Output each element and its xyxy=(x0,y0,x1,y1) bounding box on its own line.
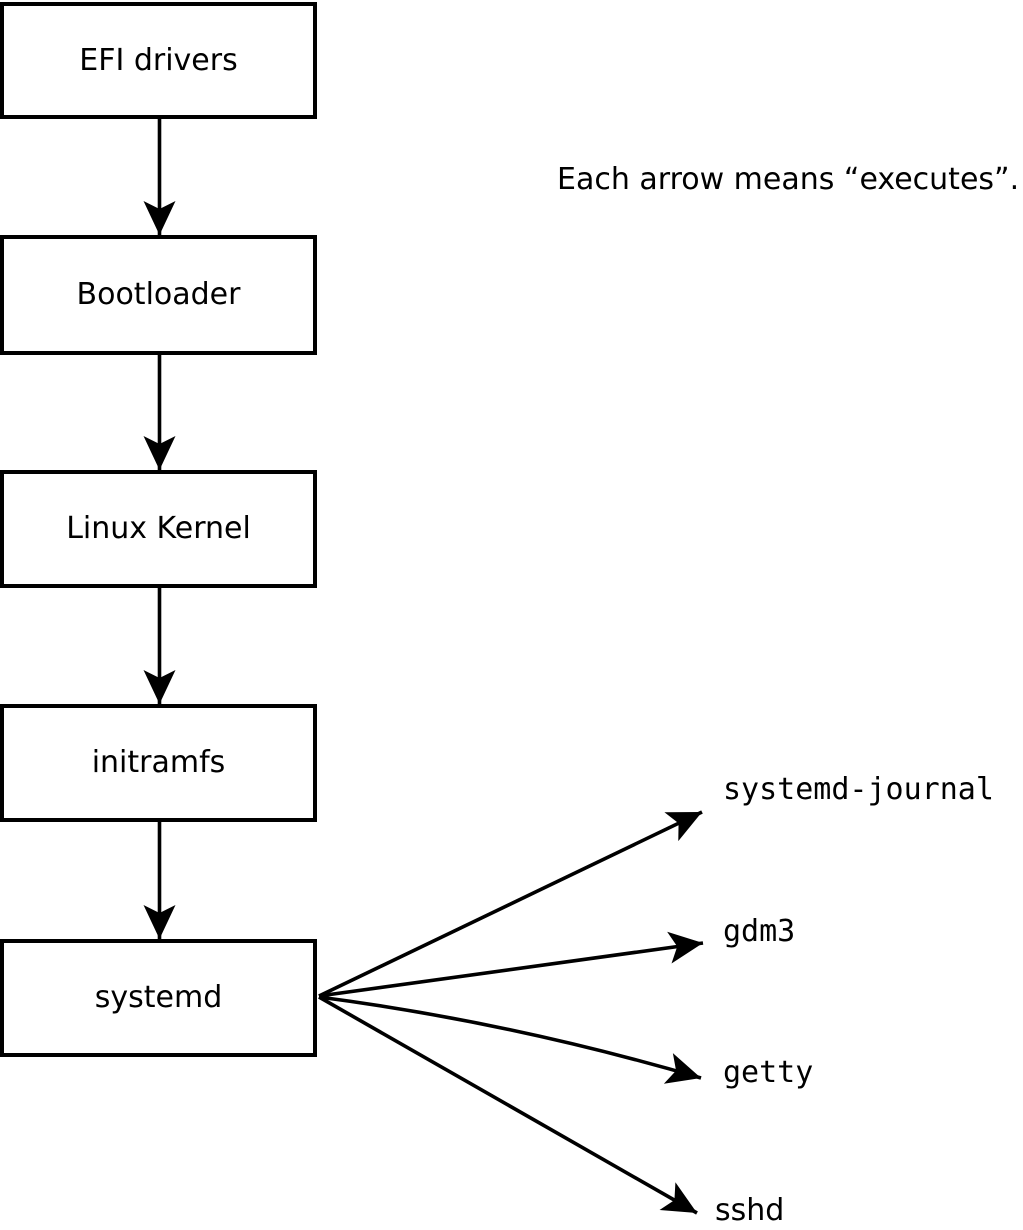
label-systemd-journal: systemd-journal xyxy=(723,772,994,807)
arrow-meaning-note: Each arrow means “executes”. xyxy=(557,162,1020,197)
executes-arrow-systemd-to-sshd xyxy=(318,995,698,1215)
executes-arrow-systemd-to-getty xyxy=(318,995,702,1084)
executes-arrow-systemd-to-gdm3 xyxy=(318,931,704,998)
box-linux-kernel: Linux Kernel xyxy=(0,470,317,588)
box-initramfs: initramfs xyxy=(0,704,317,822)
box-bootloader-label: Bootloader xyxy=(76,277,241,312)
label-getty: getty xyxy=(723,1055,814,1090)
box-bootloader: Bootloader xyxy=(0,235,317,355)
box-systemd-label: systemd xyxy=(94,980,223,1015)
box-systemd: systemd xyxy=(0,939,317,1057)
box-initramfs-label: initramfs xyxy=(91,745,226,780)
label-sshd: sshd xyxy=(715,1193,785,1228)
box-efi-drivers-label: EFI drivers xyxy=(79,42,238,78)
box-efi-drivers: EFI drivers xyxy=(0,2,317,119)
box-linux-kernel-label: Linux Kernel xyxy=(66,511,251,546)
label-gdm3: gdm3 xyxy=(723,914,796,949)
executes-arrow-systemd-to-journal xyxy=(318,810,703,998)
